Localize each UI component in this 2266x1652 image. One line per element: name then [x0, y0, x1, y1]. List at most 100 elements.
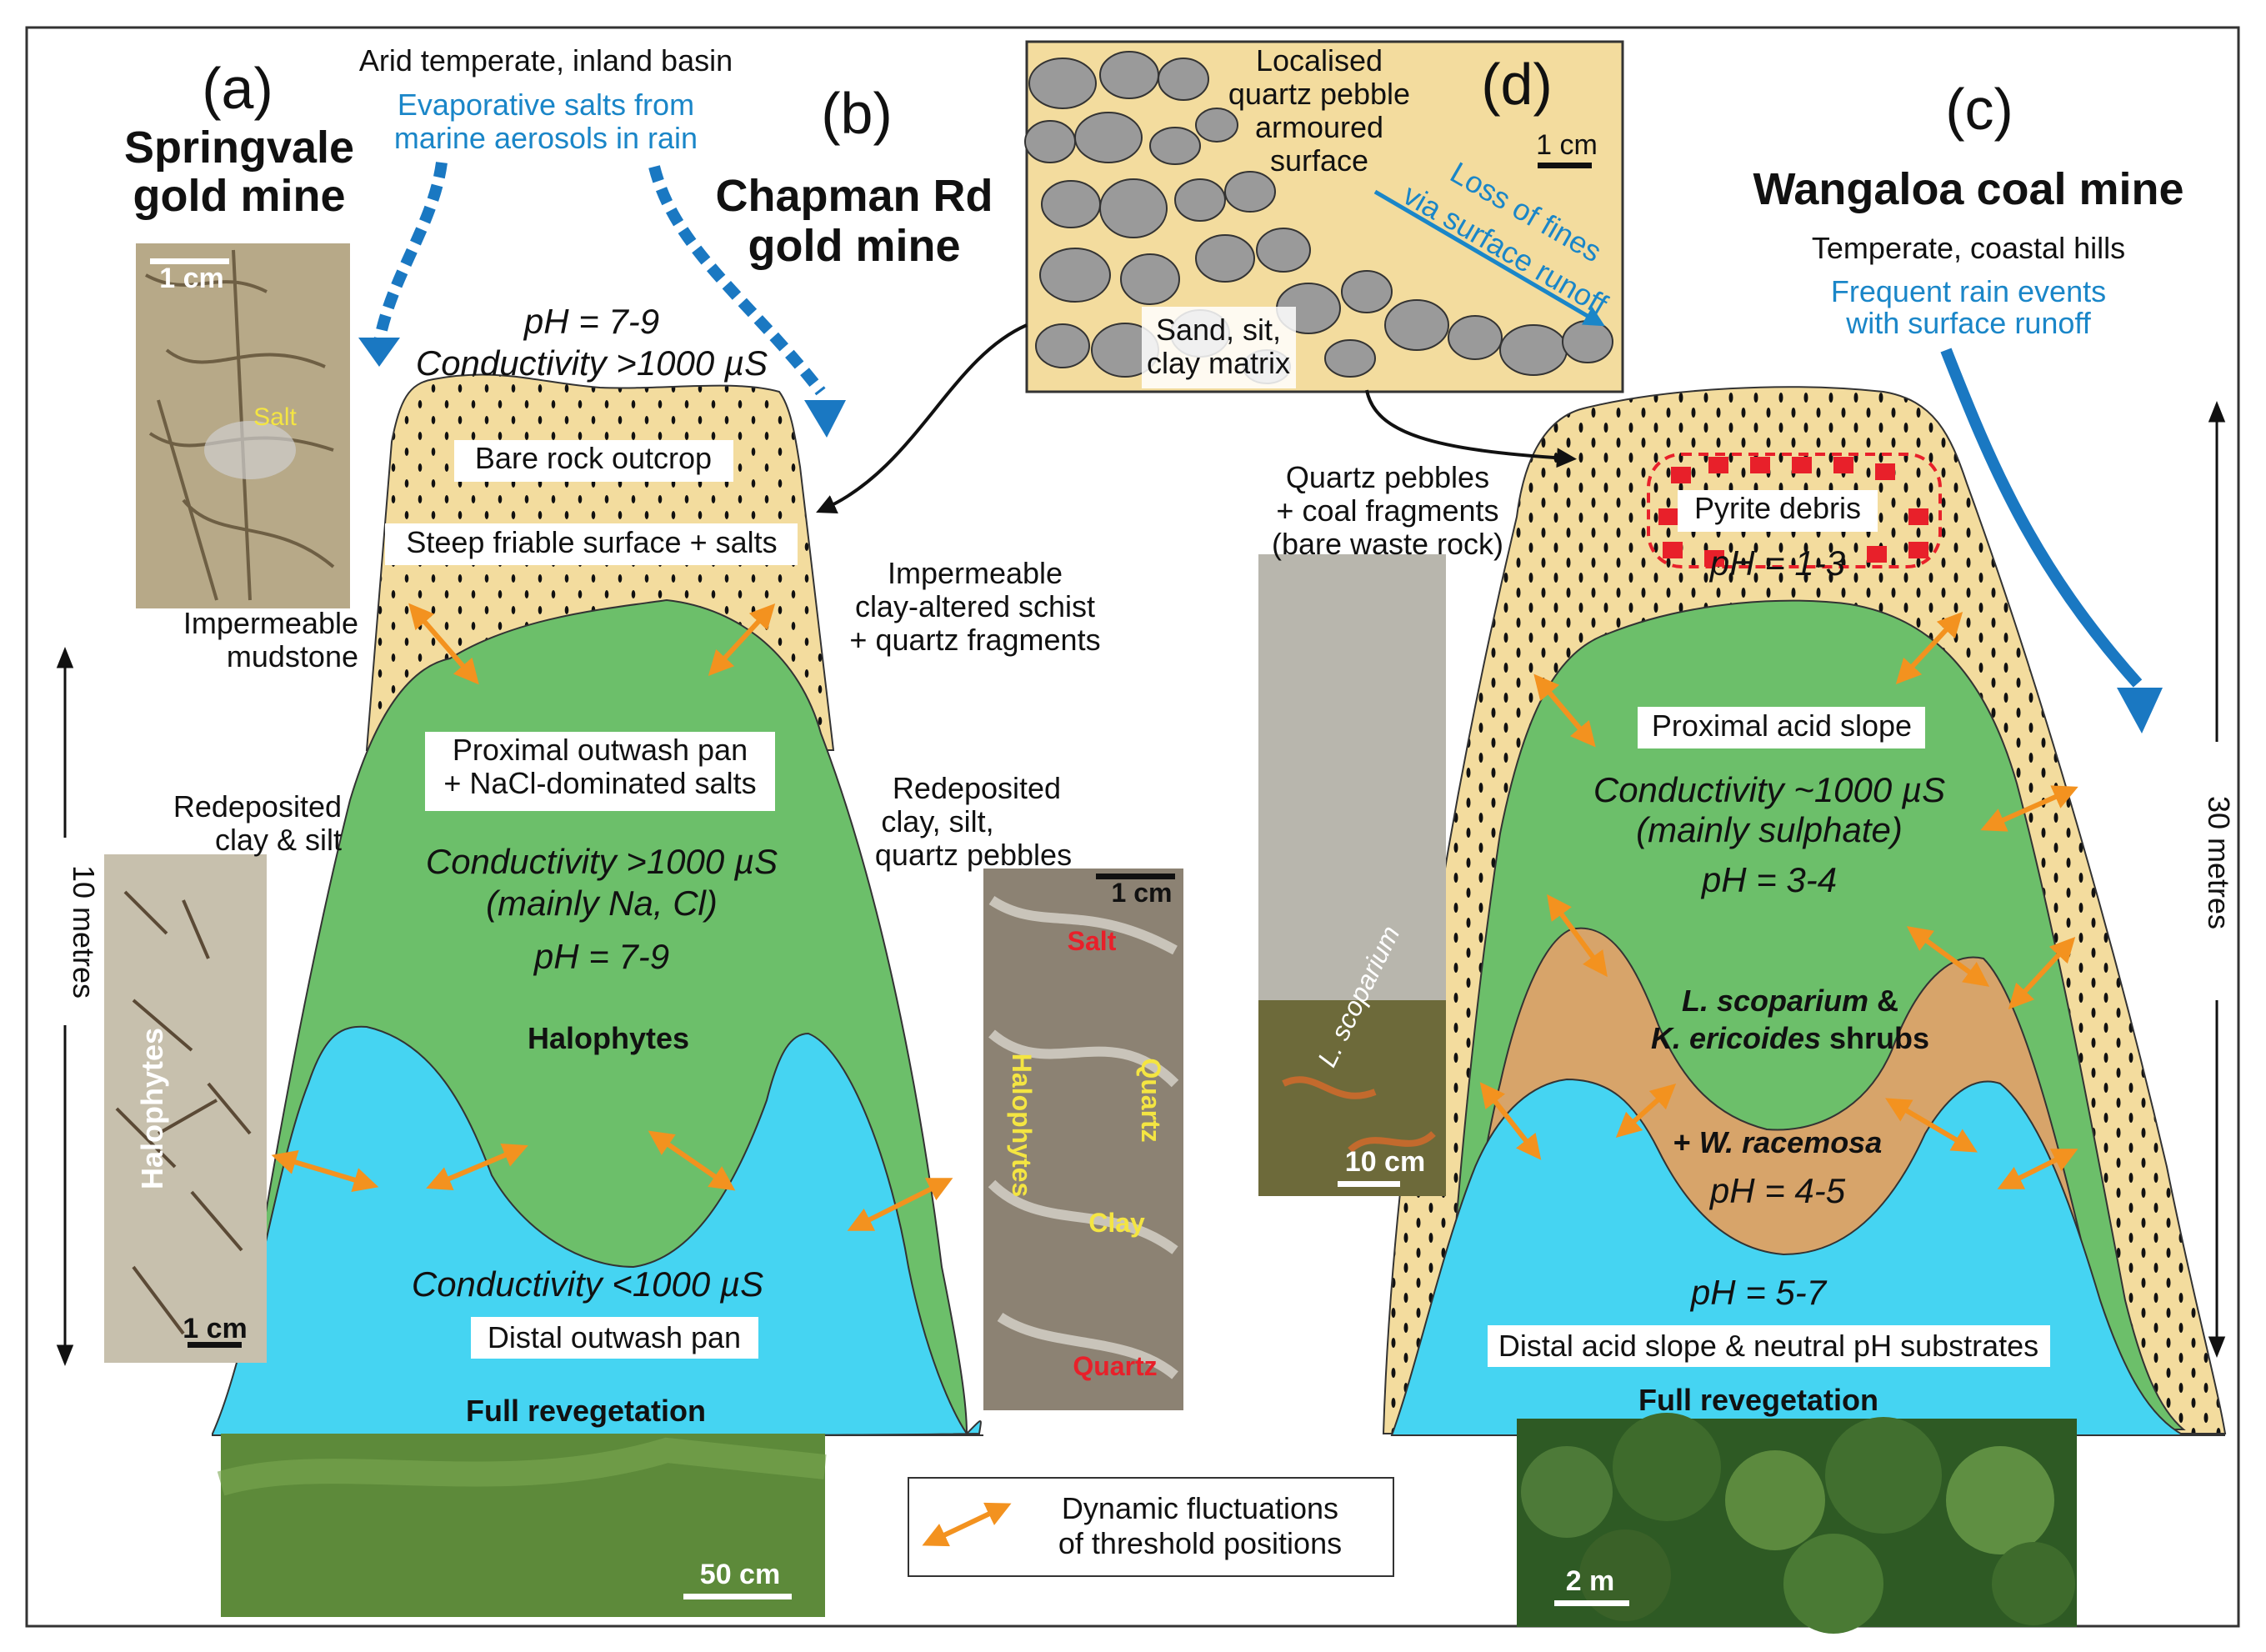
- redep-b-3: quartz pebbles: [875, 838, 1072, 872]
- armour-2: quartz pebble: [1228, 77, 1410, 111]
- rain-c-2: with surface runoff: [1845, 306, 2091, 340]
- photo-redep-salt: Salt: [1068, 926, 1117, 956]
- blue-ph-c: pH = 5-7: [1689, 1273, 1828, 1312]
- photo-salt-label: Salt: [253, 403, 297, 431]
- rain-arrow-a: [373, 162, 448, 343]
- legend-arrow-icon: [922, 1502, 1012, 1547]
- steep-surface-label: Steep friable surface + salts: [406, 525, 777, 559]
- label-b: (b): [821, 81, 893, 146]
- photo-redep-quartz-2: Quartz: [1073, 1351, 1157, 1381]
- threshold-arrows-c: [1479, 611, 2078, 1189]
- rain-arrow-b: [648, 165, 826, 396]
- photo-redep-scale: 1 cm: [1112, 878, 1173, 908]
- title-chapman-1: Chapman Rd: [715, 171, 993, 221]
- impermeable-b-3: + quartz fragments: [849, 623, 1100, 657]
- rain-arrow-c: [1940, 348, 2143, 688]
- title-wangaloa: Wangaloa coal mine: [1753, 164, 2183, 214]
- label-c: (c): [1945, 77, 2013, 142]
- photo-salt-scale-bar: [150, 258, 229, 264]
- blue-conductivity-b: Conductivity <1000 µS: [412, 1264, 763, 1304]
- green-ions-b: (mainly Na, Cl): [486, 884, 718, 923]
- full-reveg-b: Full revegetation: [466, 1394, 706, 1428]
- impermeable-b-2: clay-altered schist: [855, 589, 1095, 623]
- top-conductivity-b: Conductivity >1000 µS: [416, 343, 768, 383]
- legend-line-1: Dynamic fluctuations: [1062, 1491, 1338, 1525]
- armour-4: surface: [1270, 143, 1368, 178]
- bg-steep-surface: [385, 523, 798, 565]
- label-a: (a): [202, 56, 273, 121]
- proximal-b-1: Proximal outwash pan: [453, 733, 748, 767]
- reveg-b-scale-bar: [683, 1594, 792, 1599]
- label-d: (d): [1481, 52, 1553, 117]
- photo-waste-rock: [1258, 554, 1446, 1196]
- pyrite-label: Pyrite debris: [1694, 491, 1861, 525]
- height-label-10m: 10 metres: [67, 865, 101, 999]
- armour-1: Localised: [1256, 43, 1383, 78]
- pyrite-debris: [1647, 453, 1942, 568]
- redep-b-2: clay, silt,: [881, 804, 993, 839]
- rain-c-1: Frequent rain events: [1831, 274, 2106, 308]
- impermeable-a-2: mudstone: [227, 639, 358, 673]
- photo-redeposited-scale-bar: [1096, 874, 1175, 879]
- inset-d-scale: 1 cm: [1536, 129, 1598, 161]
- climate-c: Temperate, coastal hills: [1812, 231, 2125, 265]
- height-bar-30m: [2208, 400, 2226, 1359]
- redep-b-1: Redeposited: [893, 771, 1061, 805]
- bg-proximal-b: [425, 732, 775, 811]
- bg-bare-rock: [454, 440, 733, 482]
- green-ph-b: pH = 7-9: [533, 937, 669, 976]
- matrix-2: clay matrix: [1147, 346, 1290, 380]
- arrow-to-c: [1365, 389, 1577, 468]
- bg-proximal-c: [1638, 707, 1925, 748]
- pebbles-1: Quartz pebbles: [1286, 460, 1489, 494]
- halophytes-label: Halophytes: [528, 1021, 689, 1055]
- pebbles-3: (bare waste rock): [1272, 527, 1503, 561]
- redeposited-a-2: clay & silt: [215, 823, 342, 857]
- pyrite-ph: pH = 1-3: [1708, 543, 1845, 583]
- matrix-1: Sand, sit,: [1156, 313, 1281, 347]
- distal-c-label: Distal acid slope & neutral pH substrate…: [1498, 1329, 2038, 1363]
- title-chapman-2: gold mine: [748, 221, 961, 271]
- legend-line-2: of threshold positions: [1058, 1526, 1342, 1560]
- bg-distal-b: [471, 1317, 758, 1359]
- impermeable-b-1: Impermeable: [888, 556, 1063, 590]
- photo-redep-halophytes: Halophytes: [1007, 1054, 1037, 1197]
- reveg-b-scale: 50 cm: [700, 1559, 780, 1590]
- distal-b-label: Distal outwash pan: [488, 1320, 741, 1354]
- photo-revegetation-b: [217, 1434, 827, 1617]
- photo-waste-rock-scale: 10 cm: [1345, 1146, 1425, 1178]
- shrubs-line-2: K. ericoides shrubs: [1651, 1021, 1929, 1055]
- photo-waste-rock-scale-bar: [1338, 1181, 1400, 1187]
- photo-revegetation-c: [1517, 1413, 2077, 1634]
- racemosa-label: + W. racemosa: [1673, 1125, 1882, 1159]
- height-label-30m: 30 metres: [2202, 796, 2236, 929]
- reveg-c-scale: 2 m: [1566, 1565, 1615, 1597]
- photo-halophytes-scale: 1 cm: [183, 1313, 248, 1344]
- impermeable-a-1: Impermeable: [183, 606, 358, 640]
- shrubs-line-1: L. scoparium &: [1682, 984, 1898, 1018]
- bg-pyrite: [1678, 490, 1878, 532]
- arrow-to-b: [816, 323, 1028, 513]
- photo-salt-scale: 1 cm: [159, 263, 224, 294]
- title-springvale-2: gold mine: [133, 171, 346, 221]
- top-ph-b: pH = 7-9: [523, 302, 659, 341]
- photo-halophytes-label: Halophytes: [135, 1028, 169, 1189]
- bare-rock-label: Bare rock outcrop: [475, 441, 712, 475]
- pebbles-2: + coal fragments: [1276, 493, 1498, 528]
- photo-halophytes-scale-bar: [188, 1342, 242, 1348]
- frame: [25, 26, 2240, 1628]
- armour-3: armoured: [1255, 110, 1383, 144]
- legend: [908, 1477, 1394, 1577]
- green-conductivity-b: Conductivity >1000 µS: [426, 842, 778, 881]
- inset-d-scale-bar: [1538, 163, 1592, 168]
- proximal-b-2: + NaCl-dominated salts: [443, 766, 756, 800]
- salts-line-2: marine aerosols in rain: [394, 121, 698, 155]
- green-conductivity-c: Conductivity ~1000 µS: [1593, 770, 1945, 809]
- green-ions-c: (mainly sulphate): [1636, 810, 1903, 849]
- photo-salt-crust: [136, 243, 350, 608]
- threshold-arrows-b: [271, 603, 953, 1231]
- full-reveg-c: Full revegetation: [1638, 1383, 1878, 1417]
- photo-redeposited-b: [983, 869, 1183, 1410]
